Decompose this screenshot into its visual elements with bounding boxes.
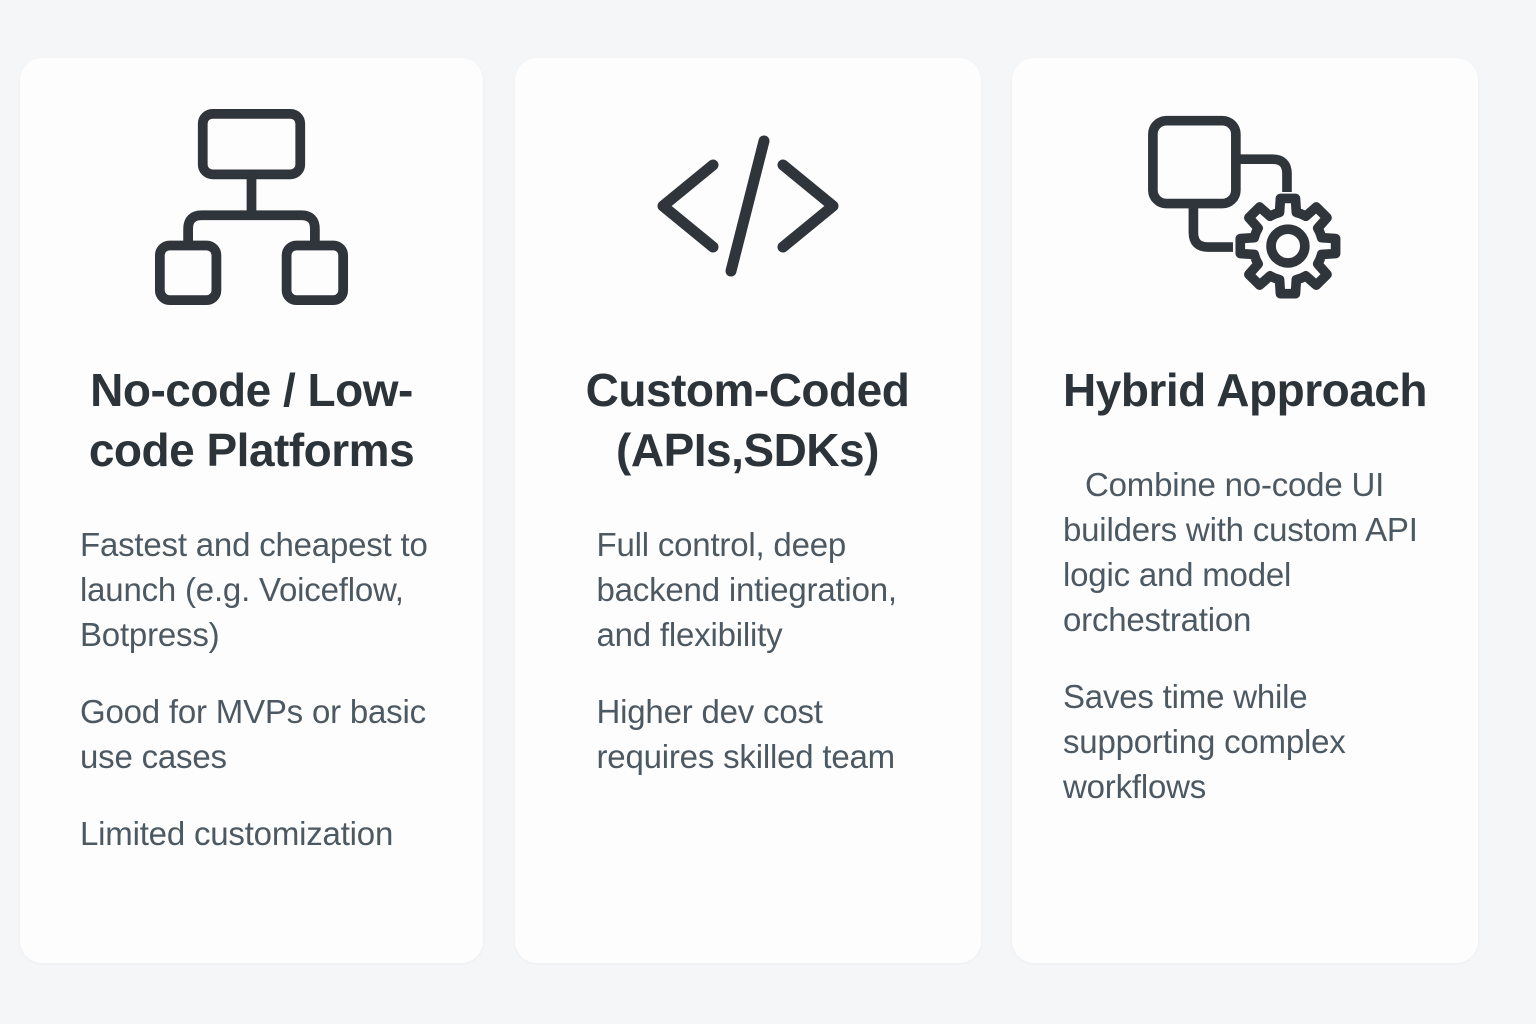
card-title: Hybrid Approach	[1012, 360, 1478, 420]
code-icon	[657, 135, 838, 277]
card-title-line: Custom-Coded	[585, 364, 910, 416]
card-title-line: (APIs,SDKs)	[616, 424, 879, 476]
workflow-gear-icon	[1147, 115, 1340, 299]
card-title: No-code / Low- code Platforms	[20, 360, 483, 480]
card-paragraph: Good for MVPs or basic use cases	[80, 693, 426, 775]
card-paragraph: Higher dev cost requires skilled team	[596, 693, 896, 775]
card-title: Custom-Coded (APIs,SDKs)	[515, 360, 981, 480]
card-icon-area	[1012, 58, 1478, 354]
card-title-line: Hybrid Approach	[1063, 364, 1427, 416]
card-icon-area	[20, 58, 483, 354]
card-title-line: No-code / Low-	[90, 364, 413, 416]
card-paragraph: Combine no-code UI builders with custom …	[1063, 466, 1418, 638]
card-paragraph: Limited customization	[80, 815, 394, 852]
sitemap-icon	[154, 108, 349, 305]
card-hybrid-approach: Hybrid Approach Combine no-code UI build…	[1012, 58, 1478, 963]
card-body: Fastest and cheapest to launch (e.g. Voi…	[20, 522, 483, 856]
card-paragraph: Saves time while supporting complex work…	[1063, 678, 1346, 805]
card-custom-coded: Custom-Coded (APIs,SDKs) Full control, d…	[514, 58, 981, 963]
card-icon-area	[515, 58, 981, 354]
card-title-line: code Platforms	[88, 424, 415, 476]
card-body: Combine no-code UI builders with custom …	[1012, 462, 1478, 809]
card-no-code-platforms: No-code / Low- code Platforms Fastest an…	[20, 58, 483, 963]
card-paragraph: Full control, deep backend intiegration,…	[596, 526, 898, 653]
card-paragraph: Fastest and cheapest to launch (e.g. Voi…	[80, 526, 428, 653]
card-body: Full control, deep backend intiegration,…	[515, 522, 981, 779]
